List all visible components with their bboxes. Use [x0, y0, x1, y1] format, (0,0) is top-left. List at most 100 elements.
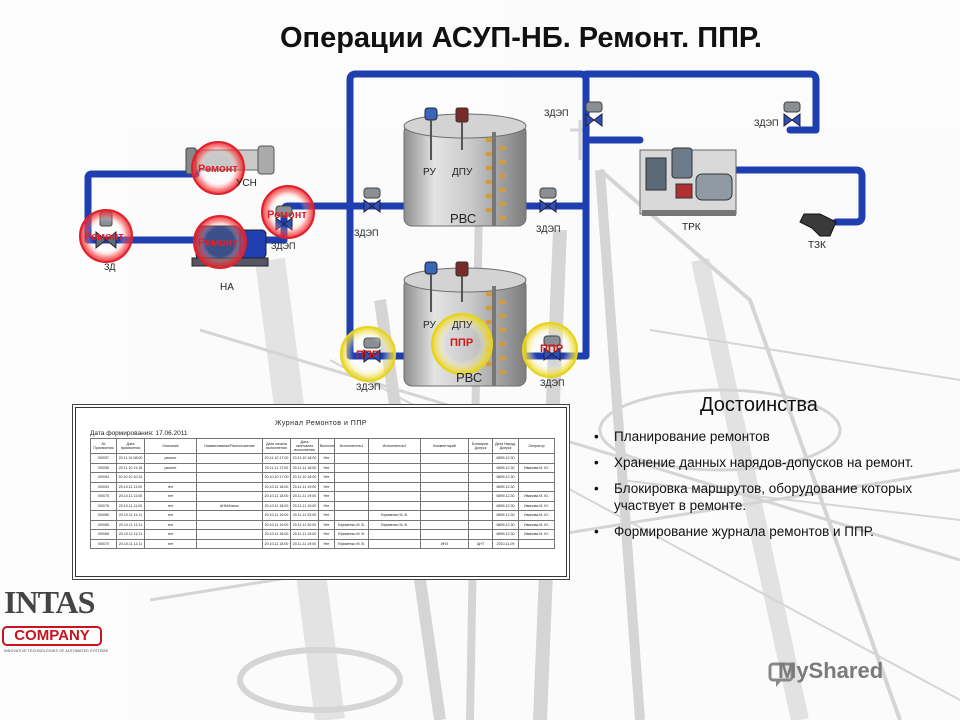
label-tzk: ТЗК — [808, 240, 826, 251]
table-cell: ппт — [144, 538, 197, 549]
table-cell: 20.10.11 18:00 — [262, 481, 291, 492]
table-cell: 000/75 — [90, 491, 117, 502]
logo-company: COMPANY — [2, 626, 102, 646]
label-dpu-top: ДПУ — [452, 167, 473, 178]
table-cell — [420, 529, 469, 540]
repair-label-zd: Ремонт — [84, 231, 124, 243]
table-cell — [368, 529, 421, 540]
repair-badge-usn[interactable] — [191, 141, 245, 195]
table-cell — [196, 481, 263, 492]
journal-header-cell: Дата Наряд-Допуск — [492, 438, 519, 454]
valve-zdep-3[interactable] — [585, 101, 603, 127]
table-cell: 6899.12.30 — [492, 529, 519, 540]
table-cell: 20.10.10 17:00 — [262, 472, 291, 483]
repair-badge-zdep[interactable] — [261, 185, 315, 239]
label-dpu-bottom: ДПУ — [452, 320, 473, 331]
table-cell — [468, 472, 493, 483]
table-cell — [196, 538, 263, 549]
dpu-bottom — [455, 261, 469, 302]
repair-badge-na[interactable] — [193, 215, 247, 269]
ppr-badge-left[interactable] — [340, 326, 396, 382]
journal-header-cell: № Присвоения — [90, 438, 117, 454]
valve-zdep-4[interactable] — [783, 101, 801, 127]
advantages-title: Достоинства — [700, 394, 818, 416]
table-cell — [518, 481, 555, 492]
table-cell: 20.10.11 19:00 — [262, 519, 291, 530]
table-cell: 20.11.11 17:00 — [262, 462, 291, 473]
table-cell: ппт — [144, 491, 197, 502]
table-cell — [368, 500, 421, 511]
trk-unit[interactable] — [639, 147, 737, 216]
table-cell: 6899.12.30 — [492, 462, 519, 473]
table-cell: 20.10.11 11:11 — [116, 510, 145, 521]
valve-zdep-1[interactable] — [363, 187, 381, 213]
table-cell: Иванова М. Ю. — [518, 491, 555, 502]
table-cell — [196, 529, 263, 540]
advantage-item: Хранение данных нарядов-допусков на ремо… — [592, 454, 932, 471]
label-zdep-7: ЗДЭП — [540, 378, 564, 388]
valve-zdep-2[interactable] — [539, 187, 557, 213]
table-cell: ппт — [144, 481, 197, 492]
table-cell: 6899.12.30 — [492, 481, 519, 492]
watermark: MyShared — [778, 658, 884, 683]
table-cell: ппт — [144, 500, 197, 511]
label-ru-bottom: РУ — [423, 320, 436, 331]
label-zdep-6: ЗДЭП — [356, 382, 380, 392]
table-cell — [334, 472, 369, 483]
table-cell — [368, 472, 421, 483]
ppr-badge-tank[interactable] — [431, 313, 493, 375]
table-cell: ремонт — [144, 453, 197, 464]
table-cell: 20.10.11 11:11 — [116, 519, 145, 530]
table-cell: 20.10.11 18:00 — [262, 538, 291, 549]
table-cell: Ефименко М. В. — [334, 529, 369, 540]
table-cell: 20.11.11 20:00 — [290, 510, 319, 521]
tzk-nozzle[interactable] — [799, 213, 837, 237]
table-cell: 20.10.11 18:00 — [262, 491, 291, 502]
label-zd: ЗД — [104, 262, 116, 272]
table-cell: Иванова М. Ю. — [518, 462, 555, 473]
ppr-label-right: ППР — [540, 343, 563, 355]
table-cell: Нет — [318, 529, 335, 540]
table-cell: 000/76 — [90, 500, 117, 511]
table-cell — [368, 481, 421, 492]
table-cell — [196, 519, 263, 530]
repair-badge-zd[interactable] — [79, 209, 133, 263]
myshared-icon — [768, 662, 794, 687]
ppr-badge-right[interactable] — [522, 322, 578, 378]
page-title: Операции АСУП-НБ. Ремонт. ППР. — [280, 22, 762, 54]
advantage-item: Формирование журнала ремонтов и ППР. — [592, 523, 932, 540]
table-cell: ппт — [144, 529, 197, 540]
journal-header-cell: Комментарий — [420, 438, 469, 454]
table-cell: 20.11.11 20:00 — [290, 519, 319, 530]
table-cell: 000/85 — [90, 519, 117, 530]
table-cell: 20.11.11 19:00 — [290, 481, 319, 492]
table-cell — [334, 491, 369, 502]
table-cell — [368, 491, 421, 502]
table-cell: 20.10.11 11:11 — [116, 538, 145, 549]
table-cell: Нет — [318, 472, 335, 483]
table-cell — [420, 481, 469, 492]
table-cell: Иванова М. Ю. — [518, 500, 555, 511]
table-cell — [334, 481, 369, 492]
table-cell: 20.11.11 19:00 — [290, 538, 319, 549]
table-cell: 20.11.11 19:00 — [290, 500, 319, 511]
journal-header-cell: Дата присвоения — [116, 438, 145, 454]
logo-tagline: INNOVATIVE TECHNOLOGIES OF AUTOMATED SYS… — [4, 649, 109, 653]
advantage-item: Планирование ремонтов — [592, 428, 932, 445]
table-cell: 6899.12.30 — [492, 519, 519, 530]
logo-name: INTAS — [4, 584, 95, 620]
table-cell — [518, 472, 555, 483]
table-cell: Нет — [318, 500, 335, 511]
table-cell: Нет — [318, 519, 335, 530]
